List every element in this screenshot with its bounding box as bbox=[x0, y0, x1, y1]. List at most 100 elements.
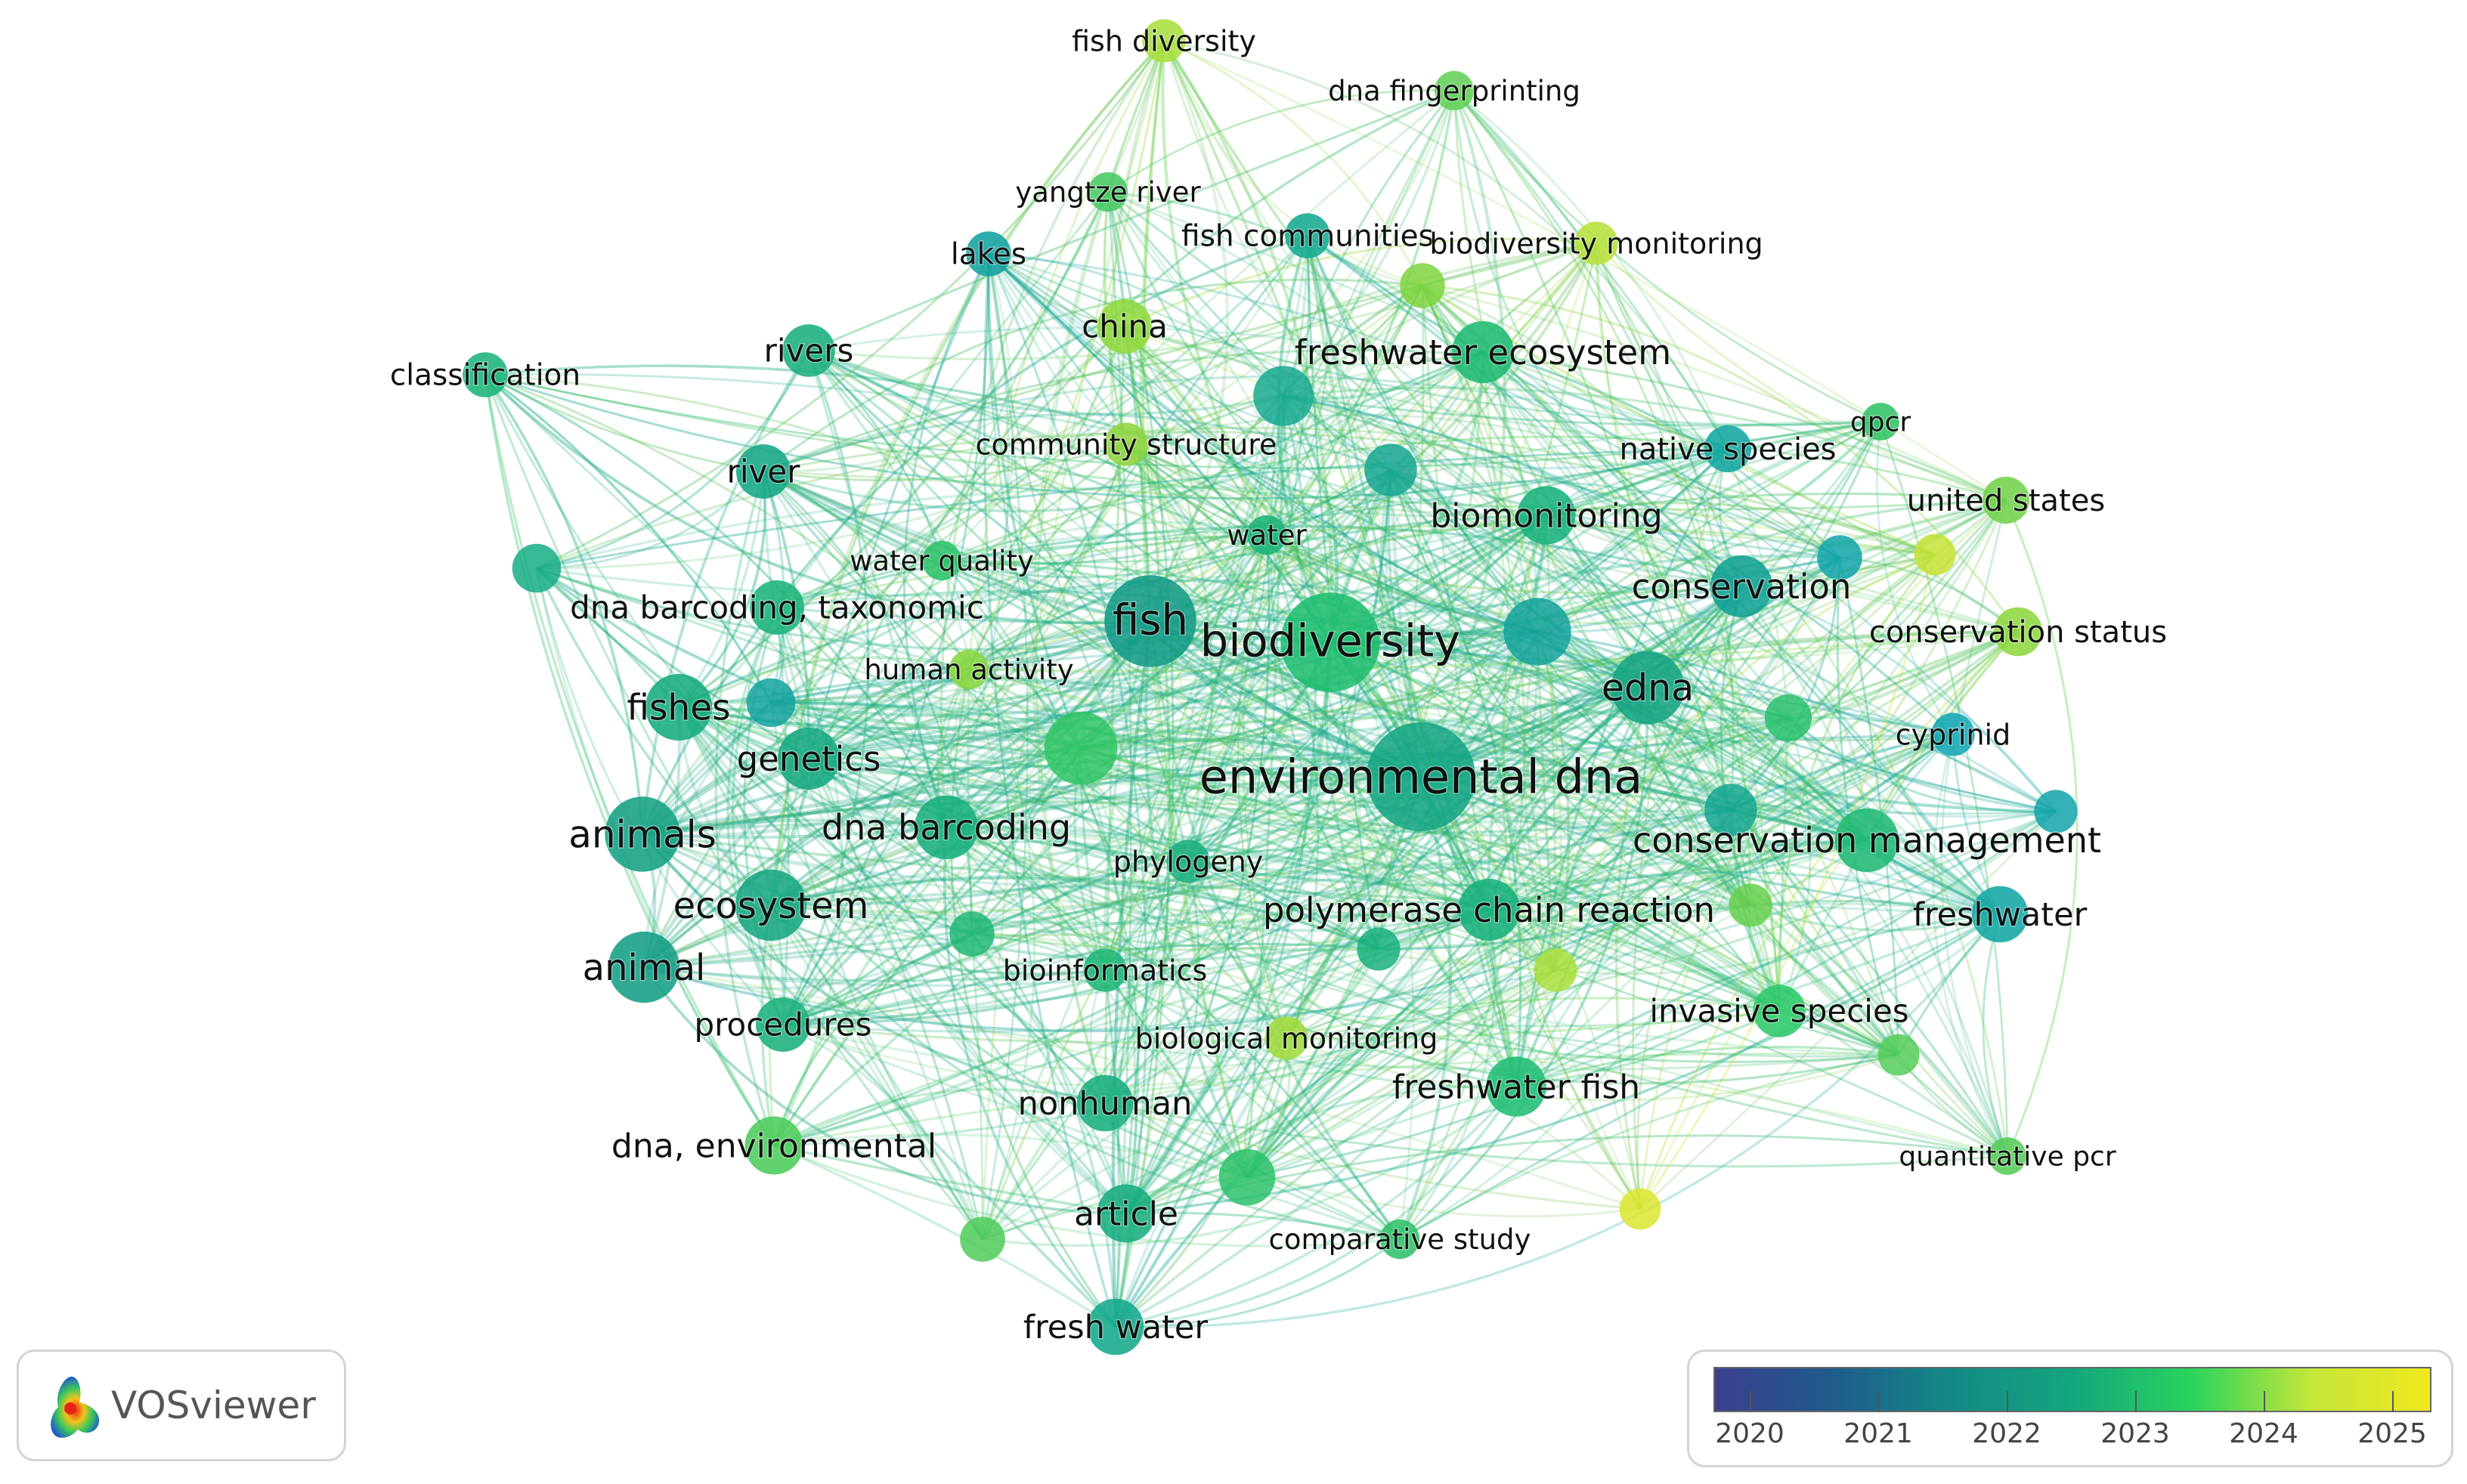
unlabeled-node[interactable] bbox=[1400, 263, 1445, 308]
unlabeled-node[interactable] bbox=[746, 678, 796, 728]
node-bioinformatics[interactable] bbox=[1083, 948, 1127, 992]
node-qpcr[interactable] bbox=[1862, 403, 1899, 441]
unlabeled-node[interactable] bbox=[1044, 711, 1118, 785]
label-fishes[interactable]: fishes bbox=[626, 686, 732, 730]
label-community-structure[interactable]: community structure bbox=[974, 427, 1278, 462]
label-biomonitoring[interactable]: biomonitoring bbox=[1429, 496, 1664, 536]
unlabeled-node[interactable] bbox=[1877, 1034, 1920, 1076]
label-human-activity[interactable]: human activity bbox=[863, 652, 1075, 687]
label-yangtze-river[interactable]: yangtze river bbox=[1014, 175, 1203, 209]
label-dna-barcoding-taxonomic[interactable]: dna barcoding, taxonomic bbox=[569, 588, 986, 627]
node-comparative-study[interactable] bbox=[1379, 1219, 1420, 1260]
node-rivers[interactable] bbox=[782, 324, 835, 377]
node-conservation-management[interactable] bbox=[1834, 808, 1899, 873]
node-fresh-water[interactable] bbox=[1087, 1298, 1144, 1356]
node-biological-monitoring[interactable] bbox=[1264, 1016, 1308, 1060]
label-water-quality[interactable]: water quality bbox=[849, 543, 1035, 578]
label-animals[interactable]: animals bbox=[568, 812, 718, 858]
label-phylogeny[interactable]: phylogeny bbox=[1112, 844, 1264, 880]
label-freshwater-ecosystem[interactable]: freshwater ecosystem bbox=[1293, 331, 1672, 373]
node-conservation-status[interactable] bbox=[1993, 607, 2043, 657]
node-animals[interactable] bbox=[605, 796, 680, 872]
unlabeled-node[interactable] bbox=[1817, 535, 1862, 580]
node-dna-barcoding-taxonomic[interactable] bbox=[750, 580, 804, 635]
node-nonhuman[interactable] bbox=[1076, 1074, 1134, 1132]
label-fish-communities[interactable]: fish communities bbox=[1181, 218, 1435, 255]
node-water-quality[interactable] bbox=[921, 540, 962, 581]
label-qpcr[interactable]: qpcr bbox=[1849, 406, 1911, 439]
node-lakes[interactable] bbox=[966, 231, 1011, 277]
node-cyprinid[interactable] bbox=[1931, 713, 1975, 756]
unlabeled-node[interactable] bbox=[512, 543, 562, 593]
unlabeled-node[interactable] bbox=[1619, 1188, 1661, 1230]
label-water[interactable]: water bbox=[1226, 518, 1308, 552]
label-nonhuman[interactable]: nonhuman bbox=[1017, 1084, 1193, 1124]
label-china[interactable]: china bbox=[1081, 307, 1169, 346]
node-quantitative-pcr[interactable] bbox=[1989, 1137, 2026, 1175]
node-native-species[interactable] bbox=[1704, 425, 1752, 473]
node-fishes[interactable] bbox=[645, 673, 713, 741]
node-conservation[interactable] bbox=[1710, 555, 1772, 617]
node-river[interactable] bbox=[736, 444, 791, 499]
node-dna-fingerprinting[interactable] bbox=[1434, 70, 1475, 111]
unlabeled-node[interactable] bbox=[1357, 927, 1401, 971]
label-united-states[interactable]: united states bbox=[1905, 483, 2106, 520]
label-dna-fingerprinting[interactable]: dna fingerprinting bbox=[1327, 73, 1582, 108]
node-freshwater-fish[interactable] bbox=[1486, 1056, 1546, 1117]
node-fish[interactable] bbox=[1104, 575, 1196, 667]
label-conservation[interactable]: conservation bbox=[1630, 565, 1853, 608]
label-biodiversity[interactable]: biodiversity bbox=[1199, 614, 1461, 668]
label-classification[interactable]: classification bbox=[388, 357, 581, 394]
node-biodiversity-monitoring[interactable] bbox=[1574, 221, 1618, 265]
node-fish-diversity[interactable] bbox=[1142, 19, 1186, 63]
node-biodiversity[interactable] bbox=[1280, 592, 1380, 692]
label-fish-diversity[interactable]: fish diversity bbox=[1071, 23, 1258, 59]
label-freshwater-fish[interactable]: freshwater fish bbox=[1391, 1067, 1641, 1108]
unlabeled-node[interactable] bbox=[1704, 784, 1757, 836]
unlabeled-node[interactable] bbox=[1914, 533, 1956, 576]
unlabeled-node[interactable] bbox=[1729, 883, 1772, 927]
node-environmental-dna[interactable] bbox=[1367, 722, 1475, 831]
label-rivers[interactable]: rivers bbox=[763, 331, 855, 370]
node-article[interactable] bbox=[1097, 1184, 1156, 1243]
node-genetics[interactable] bbox=[778, 728, 840, 790]
node-procedures[interactable] bbox=[756, 997, 810, 1052]
unlabeled-node[interactable] bbox=[1364, 444, 1417, 496]
label-biological-monitoring[interactable]: biological monitoring bbox=[1134, 1021, 1439, 1056]
label-bioinformatics[interactable]: bioinformatics bbox=[1001, 953, 1209, 988]
label-cyprinid[interactable]: cyprinid bbox=[1894, 717, 2011, 753]
node-classification[interactable] bbox=[463, 352, 508, 397]
unlabeled-node[interactable] bbox=[960, 1217, 1005, 1262]
node-freshwater[interactable] bbox=[1971, 886, 2029, 943]
node-edna[interactable] bbox=[1611, 651, 1685, 725]
unlabeled-node[interactable] bbox=[2034, 790, 2078, 833]
label-environmental-dna[interactable]: environmental dna bbox=[1198, 748, 1643, 805]
label-polymerase-chain-reaction[interactable]: polymerase chain reaction bbox=[1261, 889, 1716, 931]
node-human-activity[interactable] bbox=[949, 649, 989, 690]
node-yangtze-river[interactable] bbox=[1088, 172, 1128, 212]
unlabeled-node[interactable] bbox=[1218, 1149, 1276, 1206]
unlabeled-node[interactable] bbox=[949, 911, 995, 957]
label-procedures[interactable]: procedures bbox=[693, 1005, 873, 1044]
label-biodiversity-monitoring[interactable]: biodiversity monitoring bbox=[1429, 226, 1764, 261]
label-edna[interactable]: edna bbox=[1600, 666, 1695, 711]
label-dna-barcoding[interactable]: dna barcoding bbox=[820, 806, 1072, 849]
label-invasive-species[interactable]: invasive species bbox=[1648, 991, 1910, 1031]
node-polymerase-chain-reaction[interactable] bbox=[1458, 879, 1520, 941]
label-quantitative-pcr[interactable]: quantitative pcr bbox=[1898, 1140, 2117, 1173]
node-fish-communities[interactable] bbox=[1285, 213, 1330, 258]
node-biomonitoring[interactable] bbox=[1517, 486, 1576, 545]
label-freshwater[interactable]: freshwater bbox=[1911, 895, 2088, 935]
label-genetics[interactable]: genetics bbox=[735, 737, 882, 780]
label-river[interactable]: river bbox=[726, 452, 802, 491]
label-comparative-study[interactable]: comparative study bbox=[1268, 1222, 1532, 1257]
label-conservation-management[interactable]: conservation management bbox=[1631, 819, 2102, 862]
node-water[interactable] bbox=[1246, 515, 1287, 555]
unlabeled-node[interactable] bbox=[1253, 366, 1314, 426]
node-animal[interactable] bbox=[608, 931, 680, 1003]
node-invasive-species[interactable] bbox=[1753, 985, 1806, 1037]
node-dna-barcoding[interactable] bbox=[914, 795, 979, 860]
unlabeled-node[interactable] bbox=[1534, 948, 1577, 992]
label-lakes[interactable]: lakes bbox=[949, 237, 1027, 273]
